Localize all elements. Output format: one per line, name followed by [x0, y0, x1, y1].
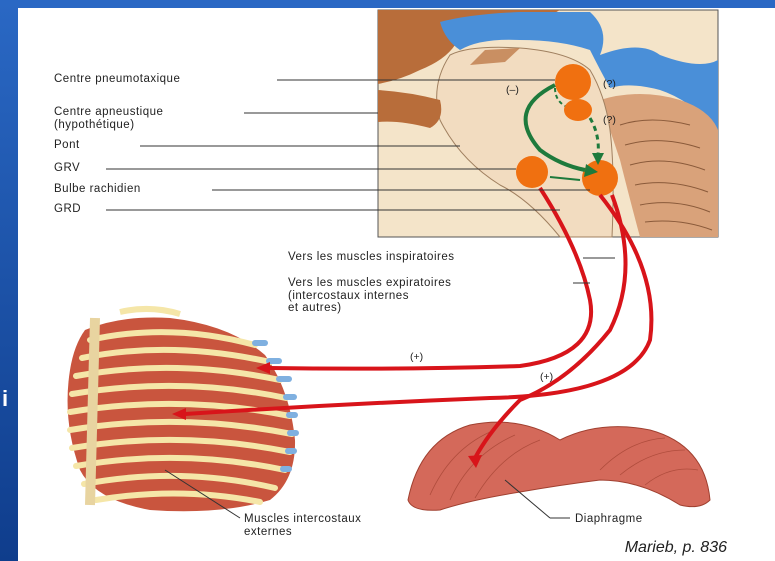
symbol-plus-1: (+)	[410, 351, 423, 363]
label-pont: Pont	[54, 139, 80, 151]
label-intercostaux-internes: (intercostaux internes	[288, 290, 409, 302]
label-vers-expiratoires: Vers les muscles expiratoires	[288, 277, 451, 289]
label-et-autres: et autres)	[288, 302, 342, 314]
symbol-question-1: (?)	[603, 78, 616, 90]
symbol-question-2: (?)	[603, 114, 616, 126]
label-bulbe-rachidien: Bulbe rachidien	[54, 183, 141, 195]
label-grd: GRD	[54, 203, 81, 215]
label-externes: externes	[244, 526, 292, 538]
pneumotaxic-center	[555, 64, 591, 100]
grv-center	[516, 156, 548, 188]
label-muscles-intercostaux: Muscles intercostaux	[244, 513, 361, 525]
label-grv: GRV	[54, 162, 80, 174]
label-centre-apneustique: Centre apneustique	[54, 106, 163, 118]
label-diaphragme: Diaphragme	[575, 513, 643, 525]
apneustic-center	[564, 99, 592, 121]
symbol-plus-2: (+)	[540, 371, 553, 383]
label-hypothetique: (hypothétique)	[54, 119, 135, 131]
source-credit: Marieb, p. 836	[625, 539, 727, 557]
diaphragm	[408, 422, 710, 510]
label-centre-pneumotaxique: Centre pneumotaxique	[54, 73, 180, 85]
label-vers-inspiratoires: Vers les muscles inspiratoires	[288, 251, 454, 263]
symbol-minus: (–)	[506, 84, 519, 96]
